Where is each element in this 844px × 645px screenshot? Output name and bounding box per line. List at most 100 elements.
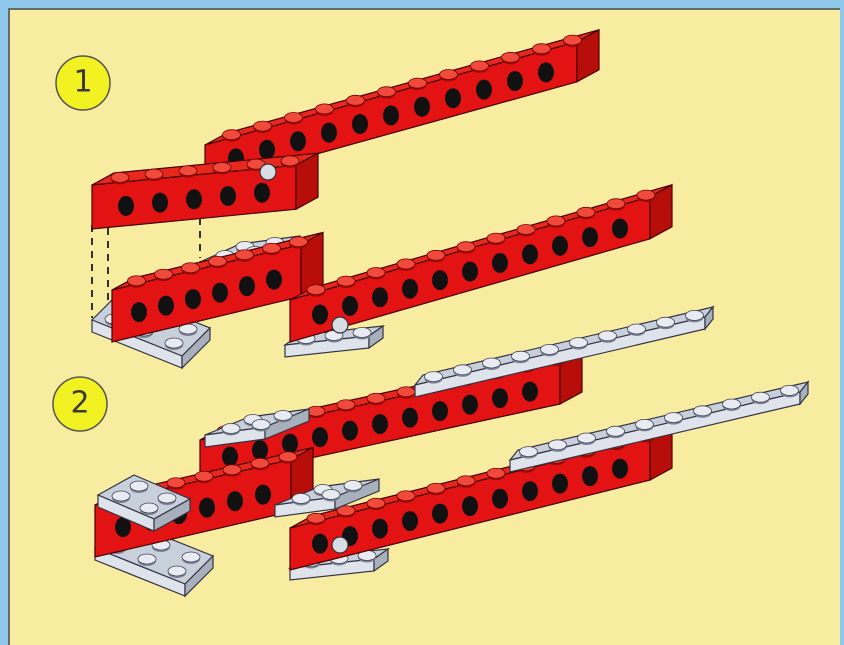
pin-hole (342, 296, 358, 316)
stud (440, 70, 458, 80)
pin-hole (282, 434, 298, 454)
pin-hole (220, 186, 236, 206)
stud (409, 78, 427, 88)
pin-hole (432, 401, 448, 421)
pin-hole (212, 283, 228, 303)
pin-hole (492, 489, 508, 509)
step-1-number: 1 (73, 65, 92, 100)
stud (209, 256, 227, 266)
stud (316, 104, 334, 114)
plate-stud (512, 351, 530, 361)
stud (263, 243, 281, 253)
pin-hole (185, 289, 201, 309)
stud (487, 233, 505, 243)
plate-stud (599, 331, 617, 341)
pin-hole (158, 296, 174, 316)
stud (502, 52, 520, 62)
plate-stud (182, 552, 200, 562)
stud (564, 35, 582, 45)
pin-hole (402, 408, 418, 428)
pin-hole (522, 382, 538, 402)
pin-hole (227, 491, 243, 511)
plate-stud (657, 317, 675, 327)
pin-hole (372, 519, 388, 539)
pin-hole (462, 262, 478, 282)
plate-stud (541, 344, 559, 354)
pin-hole (186, 189, 202, 209)
stud (637, 190, 655, 200)
plate-stud (578, 433, 596, 443)
step-1-badge: 1 (56, 56, 110, 110)
pin-hole (342, 421, 358, 441)
pin-hole (462, 496, 478, 516)
stud (223, 465, 241, 475)
stud (281, 156, 299, 166)
stud (367, 498, 385, 508)
step1-bottom-pin (332, 317, 348, 333)
stud (195, 471, 213, 481)
plate-stud (168, 566, 186, 576)
stud (182, 263, 200, 273)
stud (251, 458, 269, 468)
stud (378, 87, 396, 97)
plate-stud (138, 554, 156, 564)
bricks-layer (92, 30, 808, 596)
stud (427, 250, 445, 260)
stud (397, 491, 415, 501)
pin-hole (152, 193, 168, 213)
stud (128, 276, 146, 286)
plate-stud (222, 424, 240, 434)
stud (427, 483, 445, 493)
pin-hole (266, 270, 282, 290)
pin-hole (492, 388, 508, 408)
stud (213, 162, 231, 172)
plate-stud (549, 440, 567, 450)
pin-hole (402, 279, 418, 299)
stud (155, 269, 173, 279)
stud (457, 476, 475, 486)
plate-stud (292, 494, 310, 504)
pin-hole (321, 123, 337, 143)
pin-hole (312, 305, 328, 325)
plate-stud (274, 411, 292, 421)
stud (457, 242, 475, 252)
step1-top-pin (260, 164, 276, 180)
pin-hole (582, 466, 598, 486)
plate-stud (781, 385, 799, 395)
pin-hole (312, 427, 328, 447)
pin-hole (462, 395, 478, 415)
pin-hole (199, 498, 215, 518)
pin-hole (522, 244, 538, 264)
plate-stud (686, 310, 704, 320)
stud (145, 169, 163, 179)
pin-hole (522, 481, 538, 501)
step1-lower-brick-right (290, 185, 672, 342)
stud (290, 237, 308, 247)
plate-stud (607, 426, 625, 436)
stud (337, 276, 355, 286)
stud (111, 172, 129, 182)
plate-stud (252, 420, 270, 430)
stud (307, 406, 325, 416)
plate-stud (322, 490, 340, 500)
stud (607, 199, 625, 209)
plate-stud (140, 503, 158, 513)
stud (254, 121, 272, 131)
pin-hole (255, 485, 271, 505)
stud (236, 250, 254, 260)
stud (307, 513, 325, 523)
stud (367, 268, 385, 278)
step-2-number: 2 (70, 386, 89, 421)
pin-hole (552, 236, 568, 256)
stud (397, 259, 415, 269)
stud (347, 95, 365, 105)
stud (167, 478, 185, 488)
plate-stud (694, 406, 712, 416)
stud (547, 216, 565, 226)
plate-stud (520, 447, 538, 457)
stud (533, 44, 551, 54)
plate-stud (425, 372, 443, 382)
plate-stud (454, 365, 472, 375)
plate-stud (570, 338, 588, 348)
